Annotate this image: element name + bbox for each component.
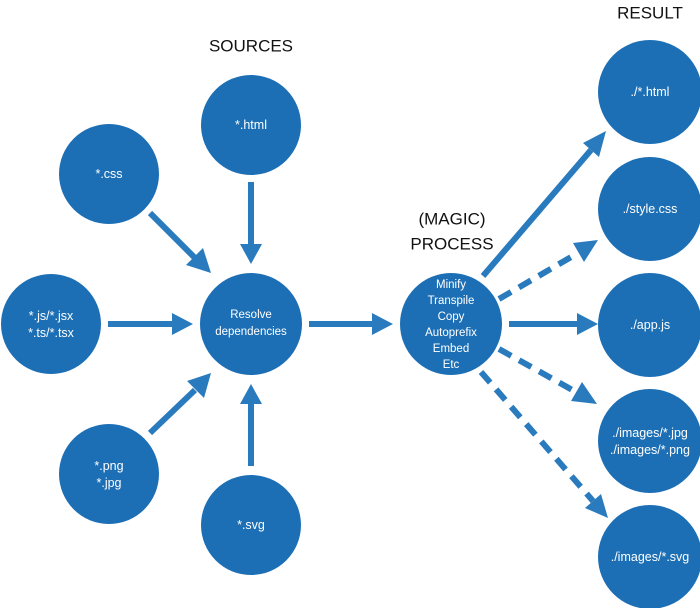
arrow-process-to-svg (478, 370, 608, 518)
source-js-label-line2: *.ts/*.tsx (28, 326, 75, 340)
arrow-process-to-css (497, 240, 598, 302)
result-images-label-line2: ./images/*.png (610, 443, 690, 457)
source-css-label: *.css (95, 167, 122, 181)
process-step-copy: Copy (438, 311, 465, 323)
result-node-svg: ./images/*.svg (598, 505, 700, 608)
process-step-minify: Minify (436, 279, 466, 291)
source-png-label-line2: *.jpg (96, 476, 121, 490)
source-html-label: *.html (235, 118, 267, 132)
arrow-process-to-images (497, 346, 597, 404)
process-heading-line2: PROCESS (410, 235, 493, 254)
result-svg-label: ./images/*.svg (611, 550, 690, 564)
result-node-html: ./*.html (598, 40, 700, 144)
result-images-label-line1: ./images/*.jpg (612, 426, 688, 440)
sources-heading: SOURCES (209, 37, 293, 56)
process-step-transpile: Transpile (428, 295, 475, 307)
source-js-label-line1: *.js/*.jsx (29, 309, 74, 323)
arrow-html-to-resolve (240, 182, 262, 264)
result-heading: RESULT (617, 4, 683, 23)
result-html-label: ./*.html (631, 85, 670, 99)
arrow-svg-to-resolve (240, 384, 262, 466)
arrow-process-to-js (509, 313, 598, 335)
resolve-dependencies-node: Resolve dependencies (200, 273, 302, 375)
source-node-css: *.css (59, 124, 159, 224)
source-node-svg: *.svg (201, 475, 301, 575)
resolve-label-line2: dependencies (215, 326, 287, 338)
process-node: Minify Transpile Copy Autoprefix Embed E… (400, 273, 502, 375)
source-node-html: *.html (201, 75, 301, 175)
process-step-embed: Embed (433, 343, 469, 355)
arrow-resolve-to-process (309, 313, 393, 335)
process-heading-line1: (MAGIC) (418, 210, 485, 229)
source-node-js: *.js/*.jsx *.ts/*.tsx (1, 274, 101, 374)
resolve-label-line1: Resolve (230, 309, 272, 321)
arrow-process-to-html (480, 131, 606, 278)
arrow-png-to-resolve (147, 373, 211, 436)
result-node-images: ./images/*.jpg ./images/*.png (598, 389, 700, 493)
result-css-label: ./style.css (623, 202, 678, 216)
process-step-autoprefix: Autoprefix (425, 327, 477, 339)
source-svg-label: *.svg (237, 518, 265, 532)
process-step-etc: Etc (443, 359, 460, 371)
result-node-js: ./app.js (598, 273, 700, 377)
result-js-label: ./app.js (630, 318, 670, 332)
arrow-css-to-resolve (147, 210, 211, 273)
source-node-png: *.png *.jpg (59, 424, 159, 524)
result-node-css: ./style.css (598, 157, 700, 261)
source-png-label-line1: *.png (94, 459, 123, 473)
arrow-js-to-resolve (108, 313, 193, 335)
